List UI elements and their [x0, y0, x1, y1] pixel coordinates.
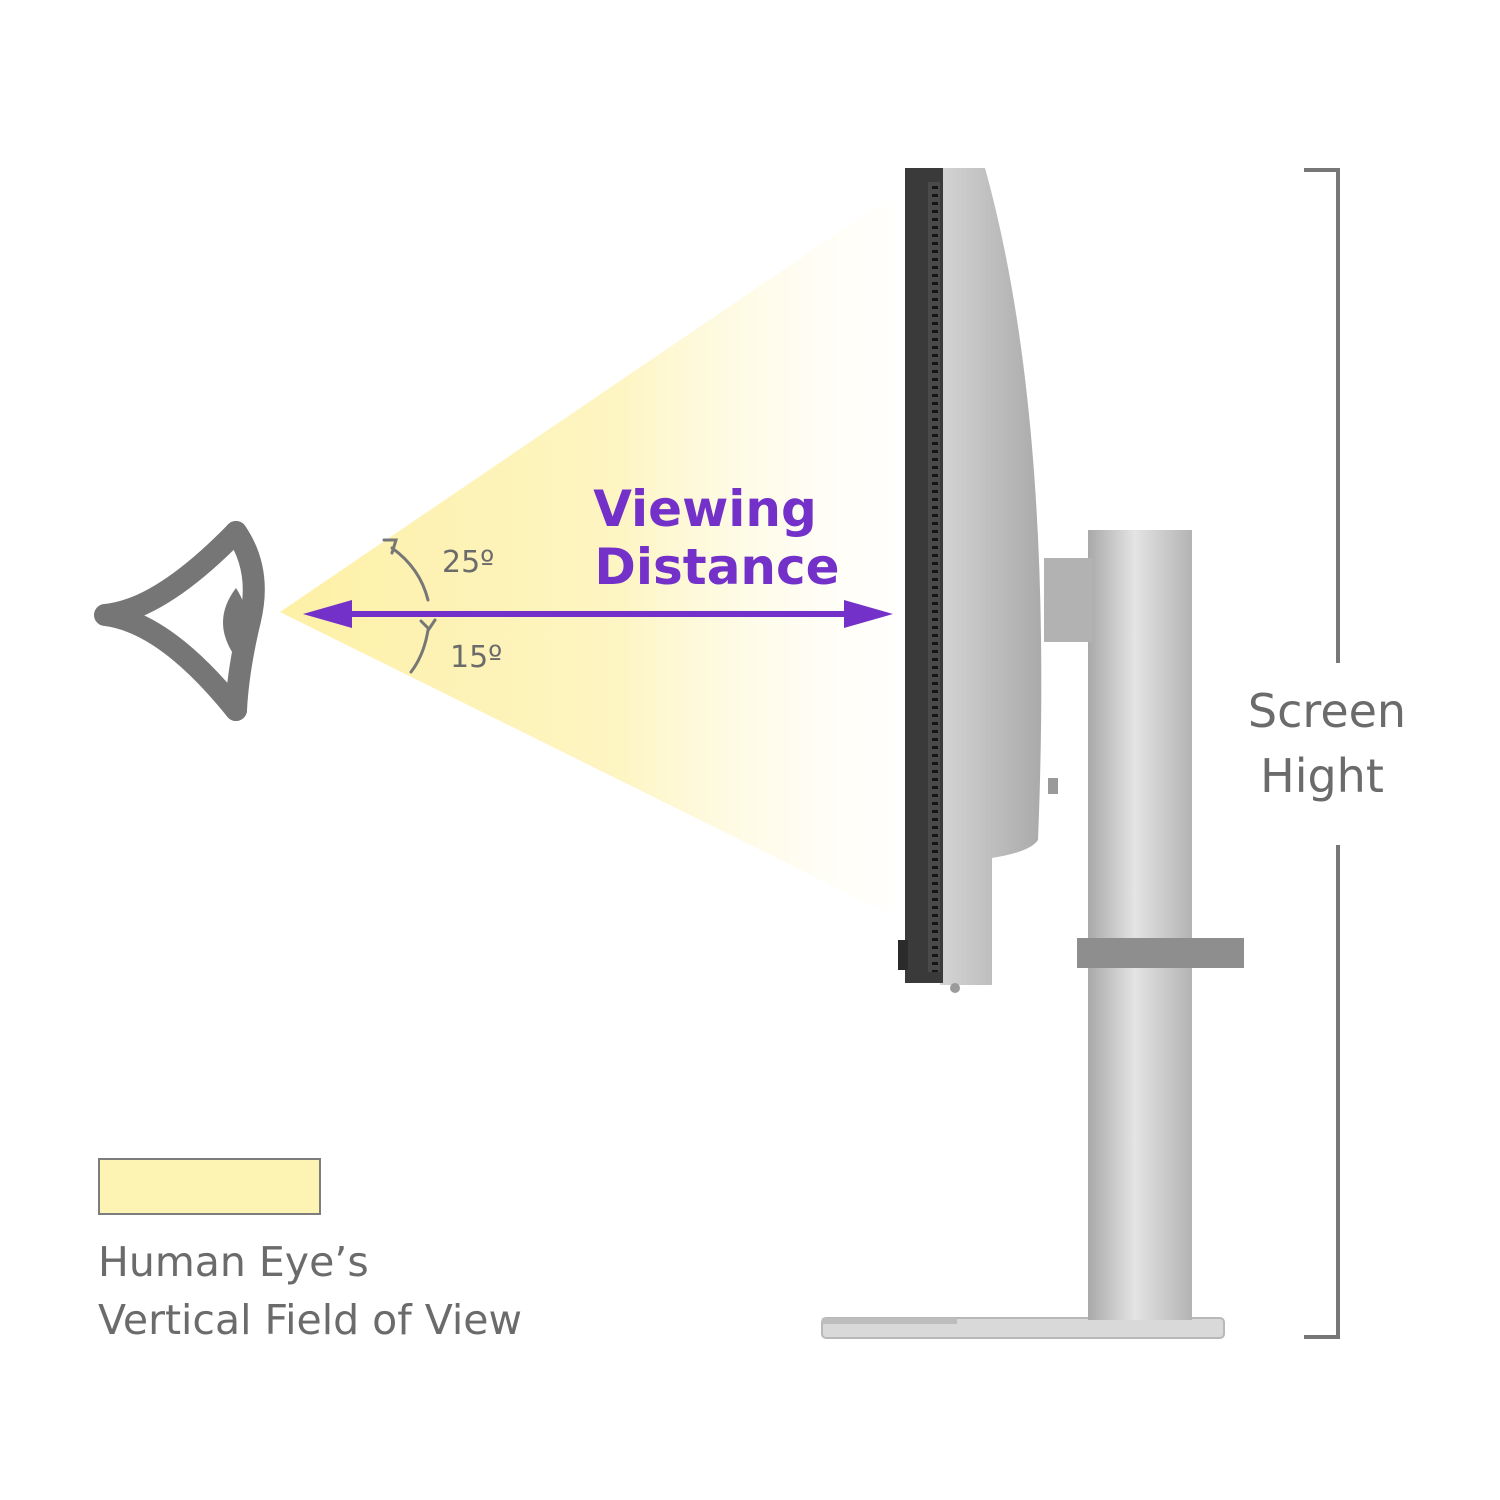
angle-up-label: 25º: [442, 545, 494, 580]
screen-height-bracket: [1304, 168, 1340, 1339]
legend-line2: Vertical Field of View: [98, 1296, 523, 1344]
stand-pole: [1088, 530, 1192, 1320]
monitor-side-icon: [821, 168, 1244, 1339]
viewing-label-line2: Distance: [594, 538, 839, 596]
height-collar: [1077, 938, 1244, 968]
monitor-vents: [928, 182, 940, 972]
eye-icon: [94, 521, 265, 721]
angle-down-label: 15º: [450, 640, 502, 675]
eye-pupil: [223, 588, 247, 658]
legend-line1: Human Eye’s: [98, 1238, 369, 1286]
field-of-view-cone: [280, 192, 898, 918]
screen-label-line1: Screen: [1248, 684, 1406, 738]
arrowhead-right: [844, 600, 893, 628]
legend-swatch: [98, 1158, 321, 1215]
viewing-label-line1: Viewing: [593, 480, 817, 538]
screen-label-line2: Hight: [1260, 749, 1384, 803]
arrowhead-left: [303, 600, 352, 628]
legend: Human Eye’s Vertical Field of View: [98, 1233, 522, 1349]
angle-arcs: [382, 538, 437, 674]
hinge: [1044, 558, 1092, 642]
viewing-distance-arrow: [303, 600, 893, 628]
monitor-back: [940, 168, 1042, 985]
